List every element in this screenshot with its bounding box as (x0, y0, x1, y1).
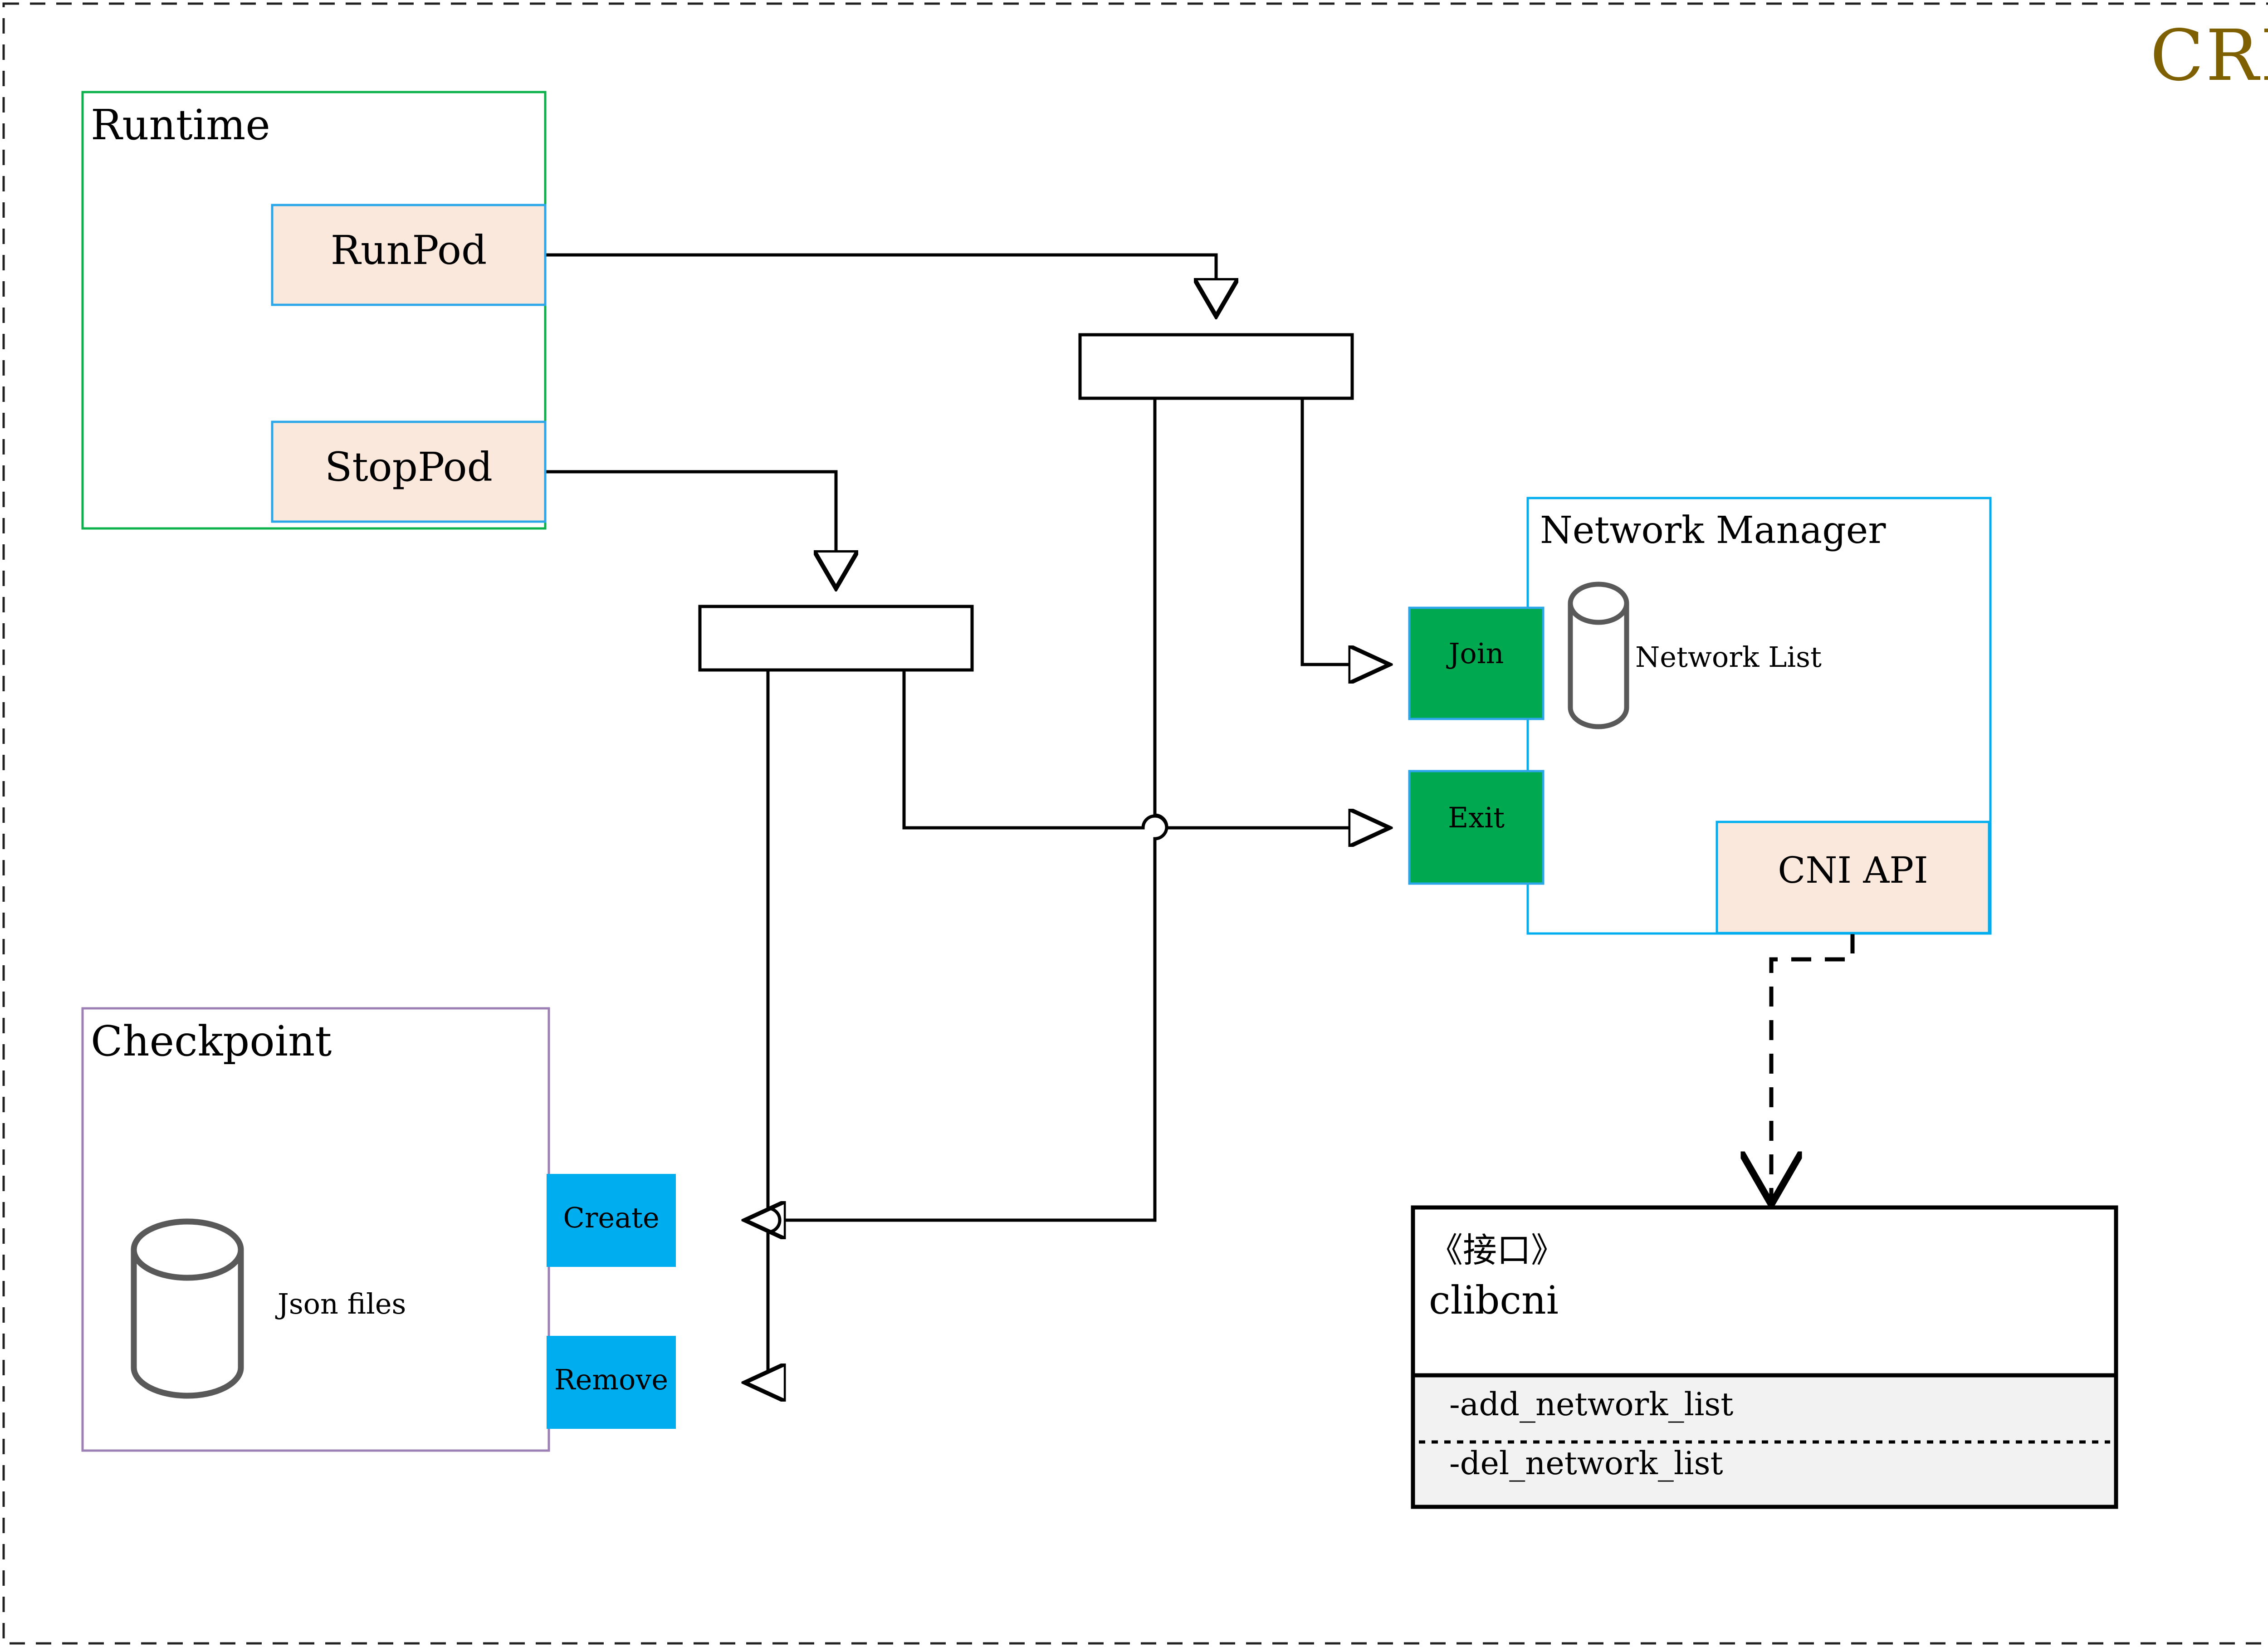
runtime-label: Runtime (91, 101, 270, 149)
runpod-box (271, 204, 547, 306)
edge-dispatch-to-remove (744, 670, 780, 1383)
edge-dispatch-to-exit (902, 670, 1390, 828)
clibcni-operation-add: -add_network_list (1449, 1386, 1734, 1423)
network-list-label: Network List (1635, 640, 1822, 674)
remove-port-box (547, 1336, 676, 1429)
diagram-title: CRI (2150, 15, 2268, 97)
edge-cniapi-to-clibcni (1771, 933, 1855, 1207)
clibcni-operation-del: -del_network_list (1449, 1445, 1723, 1482)
exit-port-box (1408, 770, 1545, 885)
create-port-label[interactable]: Create (563, 1201, 660, 1234)
cni-api-box (1716, 821, 1990, 934)
json-files-label: Json files (278, 1287, 406, 1320)
runpod-dispatch-box (1078, 333, 1354, 400)
runpod-label[interactable]: RunPod (330, 227, 487, 274)
edge-dispatch-run-left-leg (744, 398, 1168, 1220)
clibcni-stereotype: 《接口》 (1429, 1230, 1565, 1270)
stoppod-dispatch-box (698, 605, 974, 672)
json-files-cylinder (131, 1218, 244, 1399)
exit-port-label[interactable]: Exit (1448, 801, 1505, 834)
edge-stoppod-to-dispatch (545, 470, 836, 590)
network-manager-label: Network Manager (1540, 509, 1886, 552)
join-port-box (1408, 606, 1545, 720)
stoppod-box (271, 420, 547, 523)
edge-runpod-to-dispatch (545, 253, 1216, 318)
clibcni-name: clibcni (1429, 1278, 1559, 1323)
network-list-cylinder (1568, 582, 1629, 729)
checkpoint-label: Checkpoint (91, 1017, 332, 1065)
join-port-label[interactable]: Join (1448, 637, 1504, 670)
remove-port-label[interactable]: Remove (554, 1363, 669, 1396)
create-port-box (547, 1174, 676, 1267)
stoppod-label[interactable]: StopPod (325, 444, 493, 490)
clibcni-interface-box (1411, 1205, 2118, 1509)
edge-dispatch-to-join (1300, 398, 1390, 665)
cni-api-label[interactable]: CNI API (1778, 849, 1928, 891)
